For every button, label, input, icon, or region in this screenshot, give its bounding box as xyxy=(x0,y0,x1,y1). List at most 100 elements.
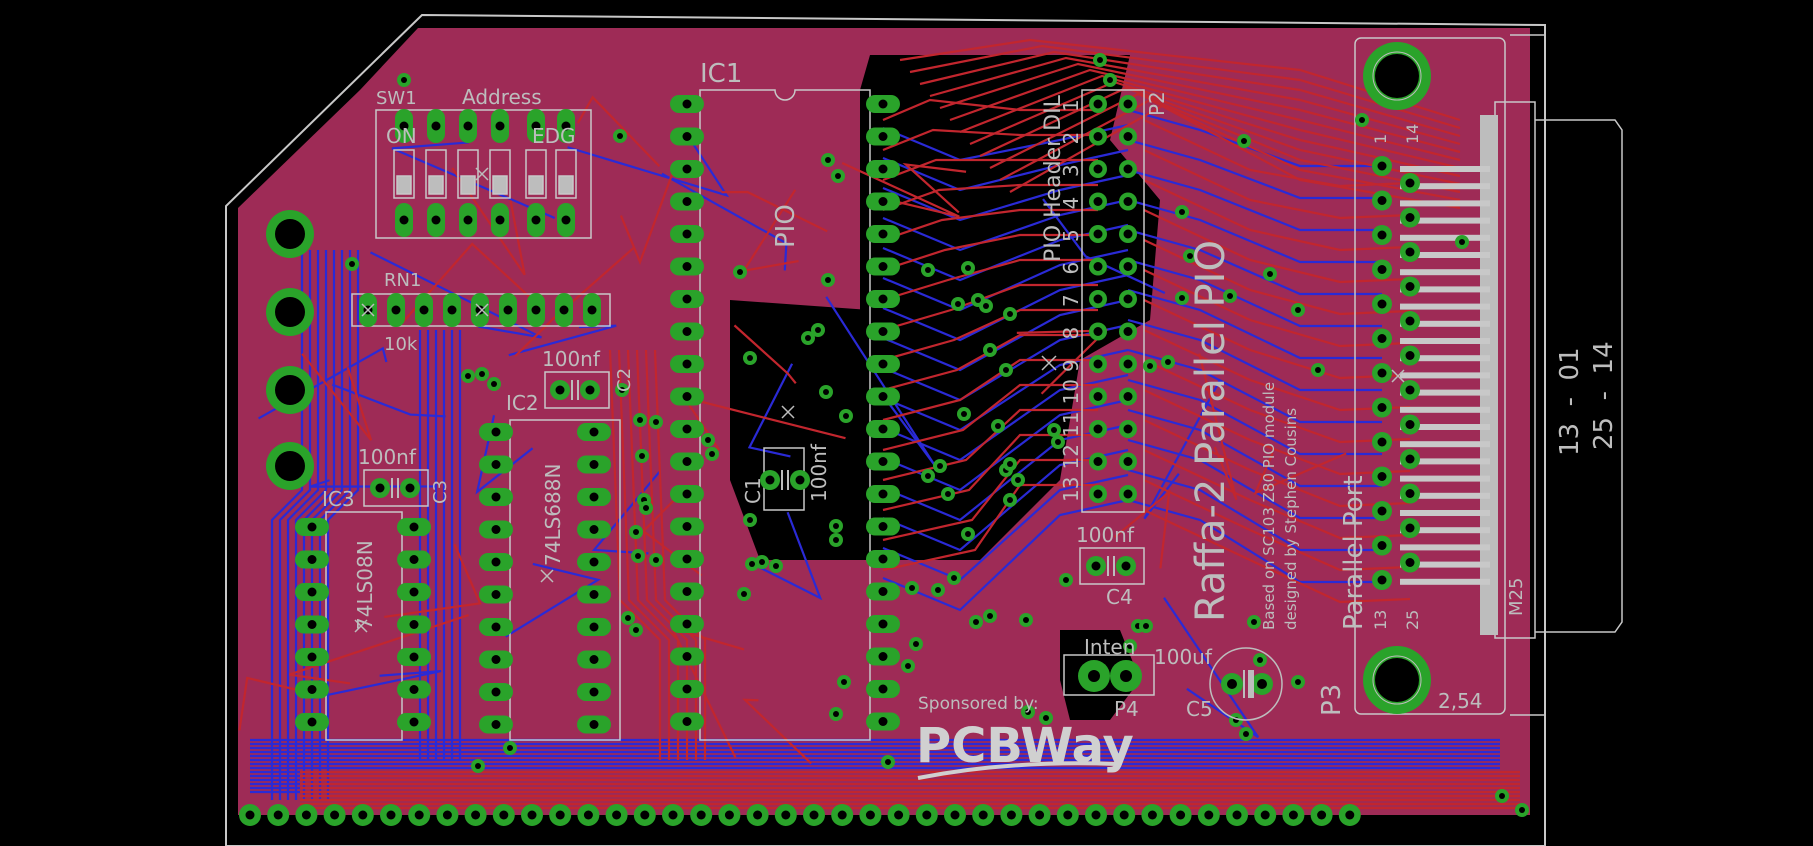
pad-hole xyxy=(878,229,888,239)
pad-hole xyxy=(1405,489,1415,498)
pad-hole xyxy=(307,555,317,564)
bus-pin-hole xyxy=(724,810,734,820)
pad-hole xyxy=(1093,262,1103,271)
bus-pin-hole xyxy=(555,810,565,820)
bus-pin-hole xyxy=(471,810,481,820)
c4-label: C4 xyxy=(1106,585,1133,609)
pad-hole xyxy=(1377,196,1387,205)
c3-value: 100nf xyxy=(358,445,417,469)
pad-hole xyxy=(1377,541,1387,550)
pad-hole xyxy=(878,359,888,369)
via-hole xyxy=(637,417,643,423)
via-hole xyxy=(1165,359,1171,365)
via-hole xyxy=(987,347,993,353)
bottom-trace xyxy=(505,562,601,638)
bus-pin-hole xyxy=(668,810,678,820)
bus-pin-hole xyxy=(301,810,311,820)
pad-hole xyxy=(491,590,501,599)
pad-hole xyxy=(1405,178,1415,188)
p4-jumper-pads[interactable] xyxy=(1078,660,1142,692)
pad-hole xyxy=(1405,247,1415,257)
top-trace xyxy=(882,208,1098,242)
via-hole xyxy=(653,419,659,425)
bus-pin-hole xyxy=(1232,810,1242,820)
via-hole xyxy=(349,261,355,267)
bottom-trace xyxy=(1127,228,1382,296)
pad-hole xyxy=(1405,523,1415,533)
p2-pin-number: 11 xyxy=(1059,412,1083,437)
pad-hole xyxy=(1123,132,1133,141)
p2-pin-number: 2 xyxy=(1059,132,1083,145)
pad-hole xyxy=(1093,392,1103,401)
via-hole xyxy=(815,327,821,333)
pad-hole xyxy=(1093,489,1103,499)
via-hole xyxy=(1023,617,1029,623)
via-hole xyxy=(1055,439,1061,445)
top-trace xyxy=(1143,479,1411,572)
pad-hole xyxy=(463,121,473,131)
solder-finger xyxy=(1400,183,1490,190)
bus-edge-connector xyxy=(239,804,1361,826)
top-trace xyxy=(882,358,1098,422)
db25-pitch-label: 2,54 xyxy=(1438,689,1483,713)
pad-hole xyxy=(561,215,571,225)
via-hole xyxy=(833,711,839,717)
top-trace xyxy=(619,166,676,266)
via-hole xyxy=(479,371,485,377)
via-hole xyxy=(935,587,941,593)
pad-hole xyxy=(682,229,692,239)
bus-pin-hole xyxy=(414,810,424,820)
db25-mounting-hole-top xyxy=(1363,42,1431,110)
pad-hole xyxy=(1377,299,1387,309)
bottom-trace xyxy=(750,511,823,601)
via-hole xyxy=(1499,793,1505,799)
pad-hole xyxy=(682,619,692,629)
dip-switch-actuators[interactable] xyxy=(393,149,577,199)
bus-pin-hole xyxy=(386,810,396,820)
via-hole xyxy=(1519,807,1525,813)
bus-pin-hole xyxy=(442,810,452,820)
bus-pin-hole xyxy=(1063,810,1073,820)
pad-hole xyxy=(491,720,501,729)
pad-hole xyxy=(682,164,692,174)
pad-hole xyxy=(682,262,692,271)
via-hole xyxy=(823,389,829,395)
via-hole xyxy=(1267,271,1273,277)
via-hole xyxy=(965,531,971,537)
bus-pin-hole xyxy=(781,810,791,820)
pad-hole xyxy=(765,475,775,485)
via-hole xyxy=(737,269,743,275)
bottom-trace xyxy=(278,250,312,800)
bottom-trace xyxy=(370,251,542,339)
bus-pin-hole xyxy=(950,810,960,820)
pad-hole xyxy=(1123,164,1133,174)
top-trace xyxy=(882,158,1098,182)
pad-hole xyxy=(1405,385,1415,395)
pad-hole xyxy=(878,554,888,564)
p2-pin-number: 12 xyxy=(1059,444,1083,469)
c4-value: 100nf xyxy=(1076,523,1135,547)
bus-pin-hole xyxy=(1147,810,1157,820)
via-hole xyxy=(955,301,961,307)
pio-label: PIO xyxy=(771,204,801,248)
solder-finger xyxy=(1400,544,1490,551)
pad-hole xyxy=(1093,164,1103,174)
pad-hole xyxy=(531,121,541,131)
pad-hole xyxy=(1123,229,1133,239)
bus-pin-hole xyxy=(273,810,283,820)
pad-hole xyxy=(878,197,888,206)
via-hole xyxy=(1315,367,1321,373)
c5-label: C5 xyxy=(1186,697,1213,721)
dip-switch-lever xyxy=(396,175,412,195)
via-hole xyxy=(491,381,497,387)
bus-pin-hole xyxy=(1119,810,1129,820)
c1-value: 100nf xyxy=(807,443,831,502)
via-hole xyxy=(741,591,747,597)
pad-hole xyxy=(503,305,513,315)
via-hole xyxy=(1063,577,1069,583)
pad-hole xyxy=(589,492,599,502)
p2-pin-number: 7 xyxy=(1059,294,1083,307)
via-hole xyxy=(705,437,711,443)
top-trace xyxy=(608,349,662,760)
bottom-trace xyxy=(309,479,436,488)
